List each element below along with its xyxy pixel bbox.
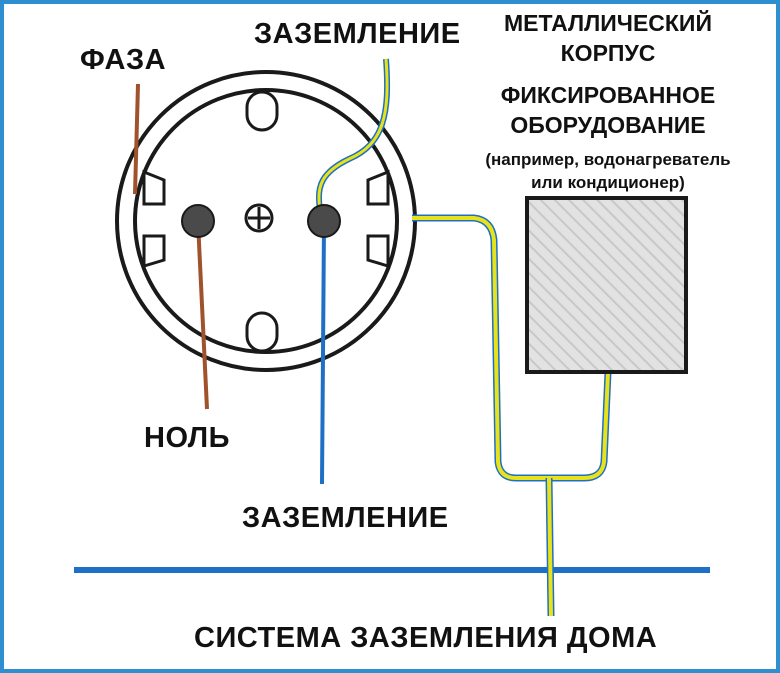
house-ground-system-label: СИСТЕМА ЗАЗЕМЛЕНИЯ ДОМА — [194, 622, 658, 654]
metal-case-label-line1: МЕТАЛЛИЧЕСКИЙ — [503, 10, 712, 36]
phase-label: ФАЗА — [80, 44, 167, 76]
neutral-wire — [196, 221, 209, 410]
socket — [115, 70, 417, 372]
socket-ground-blue-wire — [320, 223, 326, 485]
center-screw-icon — [244, 203, 274, 233]
fixed-equipment-label-line2: ОБОРУДОВАНИЕ — [510, 112, 706, 138]
metal-case-label-line2: КОРПУС — [560, 40, 656, 66]
fixed-equipment-label-line1: ФИКСИРОВАННОЕ — [500, 82, 716, 108]
socket-left-side-contact-lower — [142, 234, 166, 269]
socket-left-side-contact — [142, 169, 166, 206]
example-label-line1: (например, водонагреватель — [485, 150, 731, 169]
example-label-line2: или кондиционер) — [531, 173, 685, 192]
ground-top-label: ЗАЗЕМЛЕНИЕ — [254, 18, 461, 50]
neutral-pin — [181, 204, 215, 238]
phase-wire — [133, 83, 140, 195]
neutral-label: НОЛЬ — [144, 422, 230, 454]
wiring-diagram — [74, 58, 710, 617]
fixed-equipment-box — [525, 196, 688, 374]
ground-pin — [307, 204, 341, 238]
socket-bottom-slot — [245, 311, 279, 353]
socket-right-side-contact — [366, 169, 390, 206]
socket-right-side-contact-lower — [366, 234, 390, 269]
socket-top-slot — [245, 90, 279, 132]
ground-bottom-label: ЗАЗЕМЛЕНИЕ — [242, 502, 449, 534]
